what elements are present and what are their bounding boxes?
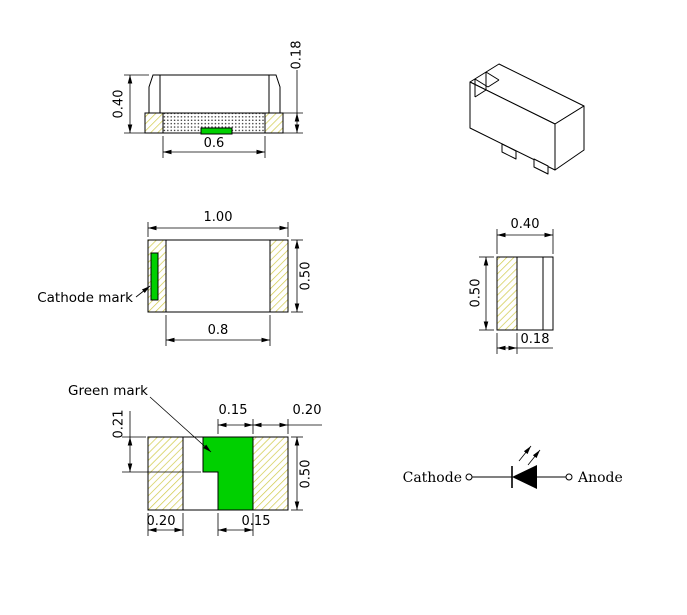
side-green-mark bbox=[200, 127, 233, 135]
dim-top-inner-width: 0.8 bbox=[165, 315, 271, 346]
dim-pad-mark-height: 0.21 bbox=[112, 410, 201, 473]
led-schematic: Cathode Anode bbox=[403, 445, 623, 489]
cathode-mark-label: Cathode mark bbox=[37, 290, 133, 306]
dim-top-height-text: 0.50 bbox=[299, 262, 314, 291]
emission-arrow bbox=[518, 445, 532, 462]
cathode-mark-callout: Cathode mark bbox=[37, 285, 151, 306]
dim-mark-width-text: 0.15 bbox=[219, 403, 248, 418]
iso-view bbox=[469, 63, 585, 175]
green-mark-label: Green mark bbox=[68, 383, 148, 399]
cathode-terminal-dot bbox=[465, 473, 473, 481]
diode-triangle bbox=[512, 465, 537, 489]
dim-top-height: 0.50 bbox=[291, 239, 314, 313]
dim-end-height: 0.50 bbox=[469, 256, 494, 331]
iso-end-face bbox=[554, 105, 585, 171]
groove-top-edge bbox=[485, 71, 500, 81]
pad-right bbox=[252, 436, 289, 511]
anode-terminal-dot bbox=[565, 473, 573, 481]
dim-mark-offset-text: 0.15 bbox=[242, 514, 271, 529]
pad-left bbox=[147, 436, 184, 511]
dim-side-height-text: 0.40 bbox=[112, 90, 127, 119]
side-terminal-left bbox=[144, 112, 164, 134]
dim-mark-height-text: 0.21 bbox=[112, 410, 127, 439]
leader-line bbox=[135, 285, 151, 298]
anode-label: Anode bbox=[577, 470, 623, 486]
cathode-mark bbox=[150, 252, 159, 301]
dim-pad-mark-width: 0.15 bbox=[217, 403, 254, 434]
dim-end-height-text: 0.50 bbox=[469, 279, 484, 308]
dim-top-width-text: 1.00 bbox=[204, 210, 233, 225]
dim-pad-height: 0.50 bbox=[291, 436, 314, 511]
groove-floor bbox=[474, 89, 487, 98]
iso-foot-left bbox=[501, 143, 517, 160]
emission-arrow bbox=[527, 449, 541, 466]
top-view: 1.00 0.50 0.8 Cathode mark bbox=[37, 210, 314, 346]
dim-side-height: 0.40 bbox=[112, 74, 149, 134]
dim-right-pad-text: 0.20 bbox=[293, 403, 322, 418]
dim-pad-left-width: 0.20 bbox=[147, 513, 184, 536]
iso-foot-right bbox=[533, 158, 549, 175]
groove-top-edge bbox=[474, 78, 489, 88]
side-view: 0.40 0.18 0.6 bbox=[112, 41, 305, 158]
top-body bbox=[147, 239, 289, 313]
iso-groove bbox=[474, 71, 500, 98]
end-terminal bbox=[496, 256, 518, 331]
green-mark-callout: Green mark bbox=[68, 383, 212, 453]
dim-top-width: 1.00 bbox=[147, 210, 289, 237]
leader-line bbox=[149, 396, 212, 453]
dim-end-width-text: 0.40 bbox=[511, 217, 540, 232]
dim-side-terminal-height: 0.18 bbox=[283, 41, 305, 134]
dim-side-terminal-text: 0.18 bbox=[290, 41, 305, 70]
dim-side-inner-width: 0.6 bbox=[162, 136, 266, 158]
end-view: 0.40 0.50 0.18 bbox=[469, 217, 554, 354]
side-terminal-right bbox=[264, 112, 284, 134]
dim-side-inner-text: 0.6 bbox=[204, 136, 225, 151]
dim-end-terminal-text: 0.18 bbox=[521, 332, 550, 347]
dim-pad-right-width: 0.20 bbox=[253, 403, 322, 434]
side-body-outline bbox=[148, 74, 281, 113]
dim-pad-height-text: 0.50 bbox=[299, 460, 314, 489]
dim-left-pad-text: 0.20 bbox=[147, 514, 176, 529]
dim-end-terminal-width: 0.18 bbox=[496, 332, 553, 354]
groove-inner-edge bbox=[487, 79, 500, 88]
top-terminal-right bbox=[269, 239, 289, 313]
dim-top-inner-text: 0.8 bbox=[208, 323, 229, 338]
green-mark bbox=[202, 436, 254, 511]
bottom-pad-view: Green mark 0.15 0.20 0.21 0.50 bbox=[68, 383, 322, 536]
cathode-label: Cathode bbox=[403, 470, 462, 486]
dim-end-width: 0.40 bbox=[496, 217, 554, 254]
dim-pad-mark-offset: 0.15 bbox=[217, 513, 271, 536]
